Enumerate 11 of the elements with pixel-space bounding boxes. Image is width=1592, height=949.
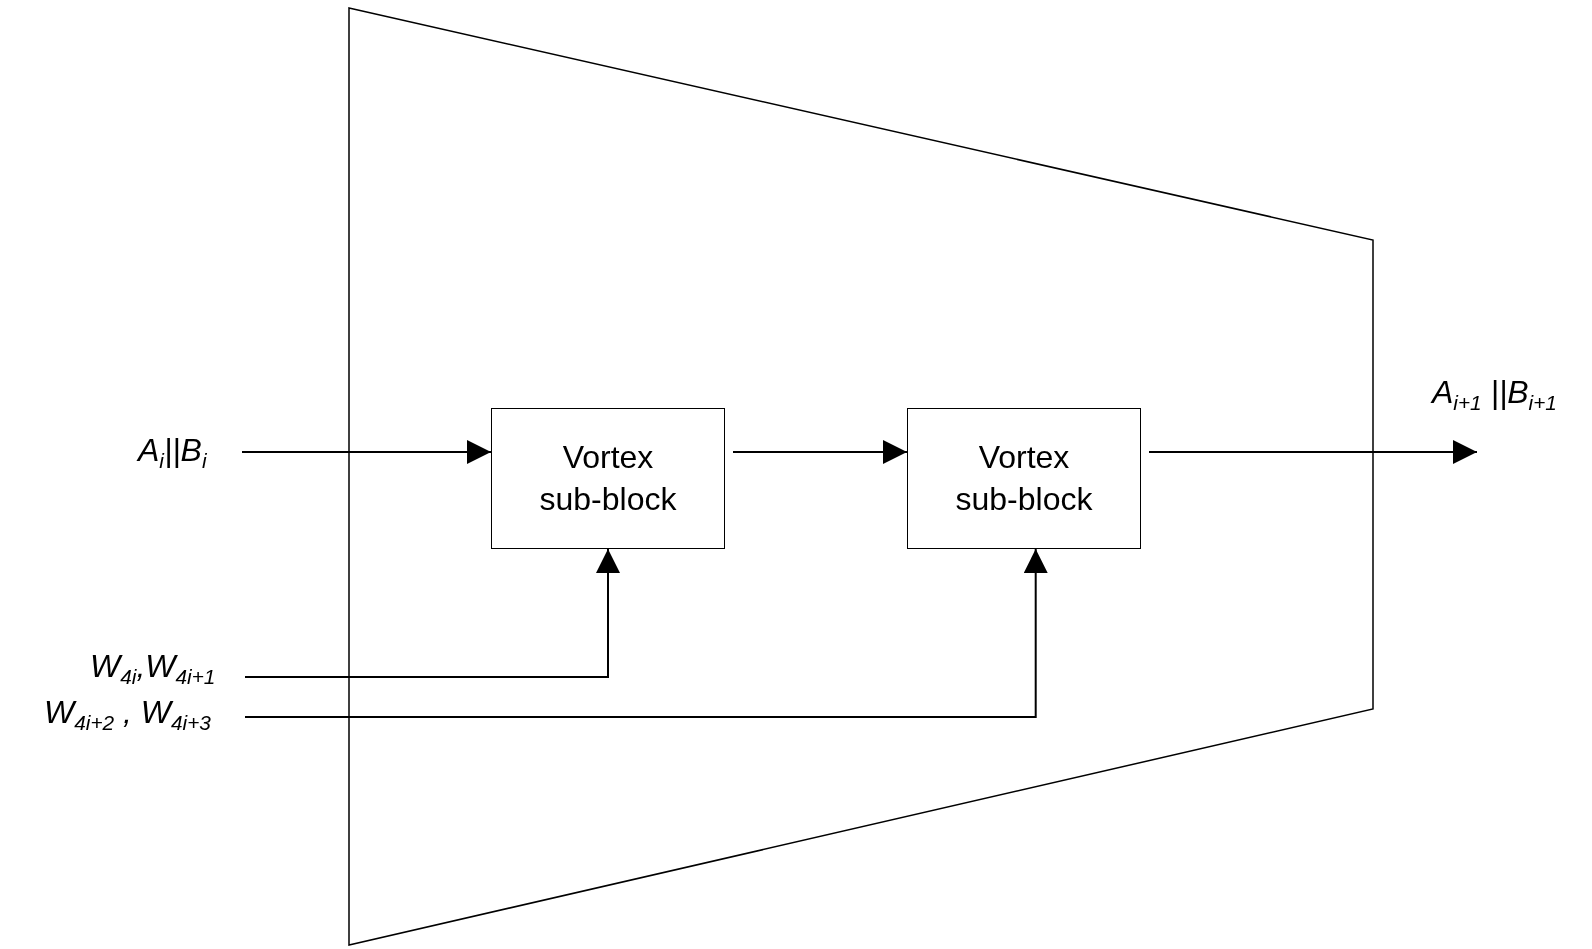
arrow — [732, 440, 908, 464]
process-box: Vortex sub-block — [491, 408, 725, 549]
process-box: Vortex sub-block — [907, 408, 1141, 549]
arrow — [244, 548, 1048, 718]
signal-label: A$_{i+1}$ ||B$_{i+1}$ — [1432, 374, 1557, 416]
signal-label: W$_{4i+2}$ , W$_{4i+3}$ — [44, 692, 246, 732]
arrow — [1148, 440, 1478, 464]
signal-label: W$_{4i}$,W$_{4i+1}$ — [90, 646, 246, 690]
signal-label: A$_{i}$||B$_{i}$ — [138, 430, 234, 474]
arrow — [244, 548, 620, 678]
arrow — [241, 440, 492, 464]
